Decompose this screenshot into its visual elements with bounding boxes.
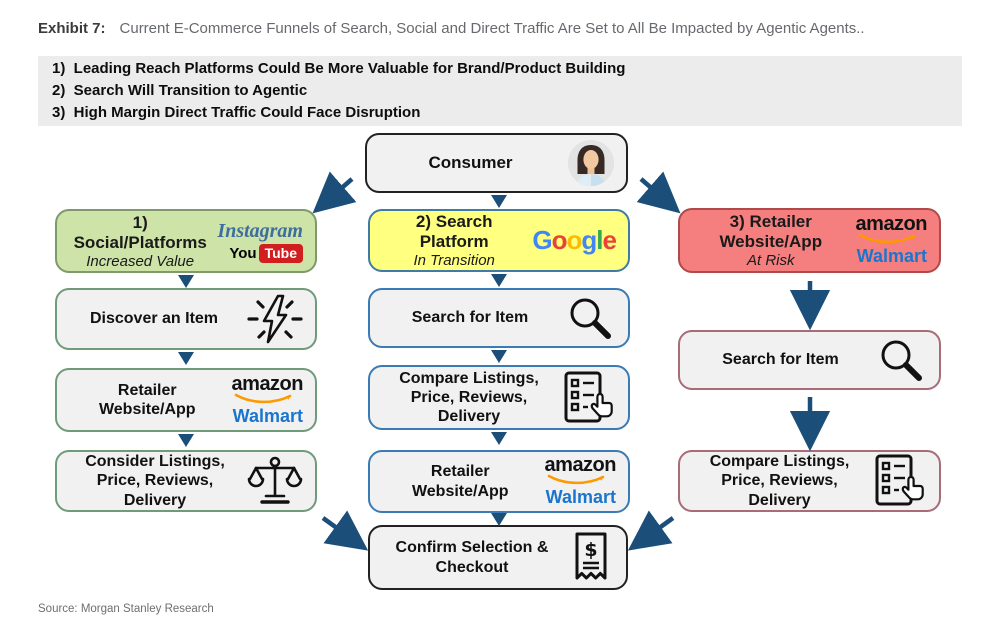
social-platforms-title: 1) Social/Platforms — [73, 212, 207, 252]
key-points-panel: 1) Leading Reach Platforms Could Be More… — [38, 56, 962, 126]
walmart-logo: Walmart — [232, 405, 303, 426]
exhibit-number: Exhibit 7: — [38, 20, 106, 37]
instagram-logo: Instagram — [217, 219, 303, 242]
arrow-down-icon — [491, 513, 507, 526]
key-point-1: 1) Leading Reach Platforms Could Be More… — [52, 60, 626, 77]
arrow-down-icon — [178, 434, 194, 447]
search-item-box: Search for Item — [368, 288, 630, 348]
search-platform-header: 2) Search Platform In Transition Google — [368, 209, 630, 272]
social-platforms-subtitle: Increased Value — [86, 252, 195, 270]
magnifier-icon — [564, 292, 616, 344]
search-retailer-label: Retailer Website/App — [411, 463, 509, 500]
consumer-box: Consumer — [365, 133, 628, 193]
social-retailer-box: Retailer Website/App amazon Walmart — [55, 368, 317, 432]
compare-listings-box-direct: Compare Listings, Price, Reviews, Delive… — [678, 450, 941, 512]
search-item-label: Search for Item — [411, 309, 529, 327]
balance-scale-icon — [247, 455, 303, 507]
checklist-hand-icon — [873, 453, 927, 509]
social-retailer-label: Retailer Website/App — [98, 381, 196, 418]
discover-item-label: Discover an Item — [89, 310, 219, 328]
walmart-logo: Walmart — [856, 246, 927, 266]
amazon-logo: amazon — [545, 455, 617, 486]
arrow-down-icon — [491, 195, 507, 208]
retailer-direct-title: 3) Retailer Website/App — [719, 212, 823, 251]
search-platform-title: 2) Search Platform — [415, 212, 498, 251]
compare-listings-label: Compare Listings, Price, Reviews, Delive… — [399, 369, 539, 426]
retailer-direct-header: 3) Retailer Website/App At Risk amazon W… — [678, 208, 941, 273]
retailer-direct-subtitle: At Risk — [747, 252, 795, 269]
arrow-consumer-to-direct — [636, 171, 681, 214]
compare-listings-label: Compare Listings, Price, Reviews, Delive… — [709, 453, 850, 509]
checklist-hand-icon — [562, 370, 616, 426]
google-logo: Google — [532, 225, 617, 255]
svg-text:$: $ — [584, 539, 597, 561]
arrow-down-icon — [178, 352, 194, 365]
consumer-avatar-icon — [568, 140, 614, 186]
compare-listings-box-search: Compare Listings, Price, Reviews, Delive… — [368, 365, 630, 430]
youtube-logo: You Tube — [229, 243, 303, 263]
consider-listings-box: Consider Listings, Price, Reviews, Deliv… — [55, 450, 317, 512]
consumer-label: Consumer — [428, 152, 513, 172]
confirm-checkout-label: Confirm Selection & Checkout — [395, 539, 549, 576]
arrow-down-icon — [491, 432, 507, 445]
discover-item-box: Discover an Item — [55, 288, 317, 350]
exhibit-title: Current E-Commerce Funnels of Search, So… — [119, 20, 865, 37]
social-platforms-header: 1) Social/Platforms Increased Value Inst… — [55, 209, 317, 273]
arrow-down-icon — [178, 275, 194, 288]
direct-search-item-label: Search for Item — [722, 351, 839, 369]
confirm-checkout-box: Confirm Selection & Checkout $ — [368, 525, 628, 590]
arrow-consumer-to-social — [312, 171, 357, 214]
key-point-2: 2) Search Will Transition to Agentic — [52, 82, 308, 99]
search-retailer-box: Retailer Website/App amazon Walmart — [368, 450, 630, 513]
arrow-down-icon — [491, 274, 507, 287]
spark-icon — [245, 292, 303, 346]
exhibit-titlebar: Exhibit 7: Current E-Commerce Funnels of … — [38, 20, 968, 37]
key-point-3: 3) High Margin Direct Traffic Could Face… — [52, 104, 421, 121]
magnifier-icon — [875, 334, 927, 386]
arrow-consider-to-checkout — [321, 510, 369, 551]
search-platform-subtitle: In Transition — [413, 252, 495, 269]
walmart-logo: Walmart — [545, 487, 616, 507]
source-note: Source: Morgan Stanley Research — [38, 603, 214, 615]
receipt-icon: $ — [568, 530, 614, 586]
arrow-down-icon — [491, 350, 507, 363]
amazon-logo: amazon — [856, 214, 928, 245]
consider-listings-label: Consider Listings, Price, Reviews, Deliv… — [85, 453, 225, 509]
amazon-logo: amazon — [232, 374, 304, 405]
direct-search-item-box: Search for Item — [678, 330, 941, 390]
arrow-compare-to-checkout — [627, 510, 675, 551]
